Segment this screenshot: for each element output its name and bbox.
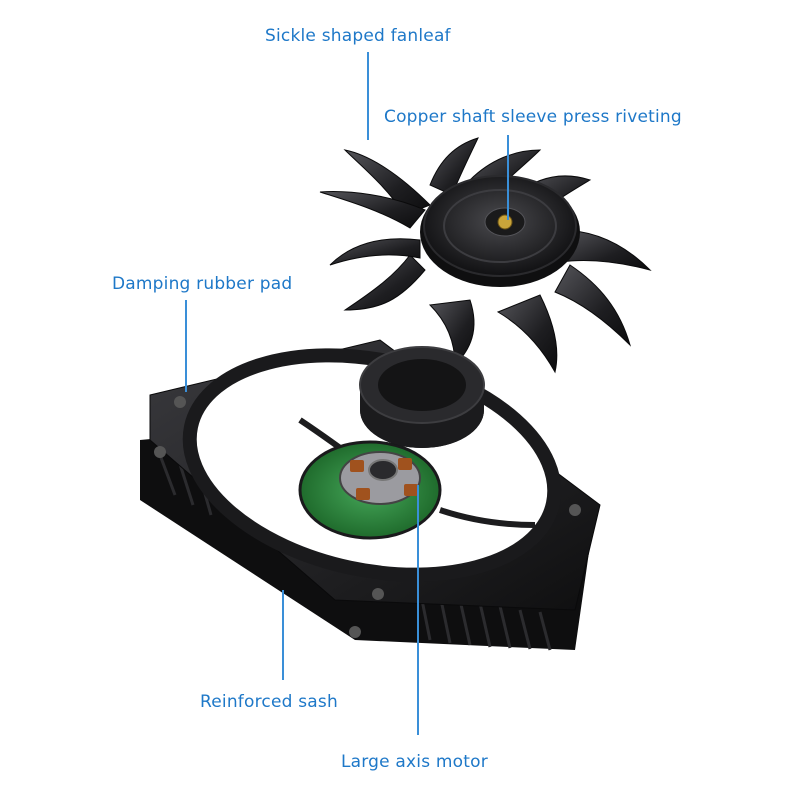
label-copper-shaft-sleeve: Copper shaft sleeve press riveting [384,107,682,127]
label-large-axis-motor: Large axis motor [341,752,488,772]
motor-stator [339,451,421,505]
copper-shaft-sleeve-icon [497,214,513,230]
fan-frame [140,339,601,651]
label-damping-rubber-pad: Damping rubber pad [112,274,293,294]
leader-lines [185,52,509,735]
label-sickle-shaped-fanleaf: Sickle shaped fanleaf [265,26,451,46]
sickle-fan-blades [319,137,652,374]
impeller [319,137,652,374]
label-reinforced-sash: Reinforced sash [200,692,338,712]
bearing-cap [359,346,485,448]
